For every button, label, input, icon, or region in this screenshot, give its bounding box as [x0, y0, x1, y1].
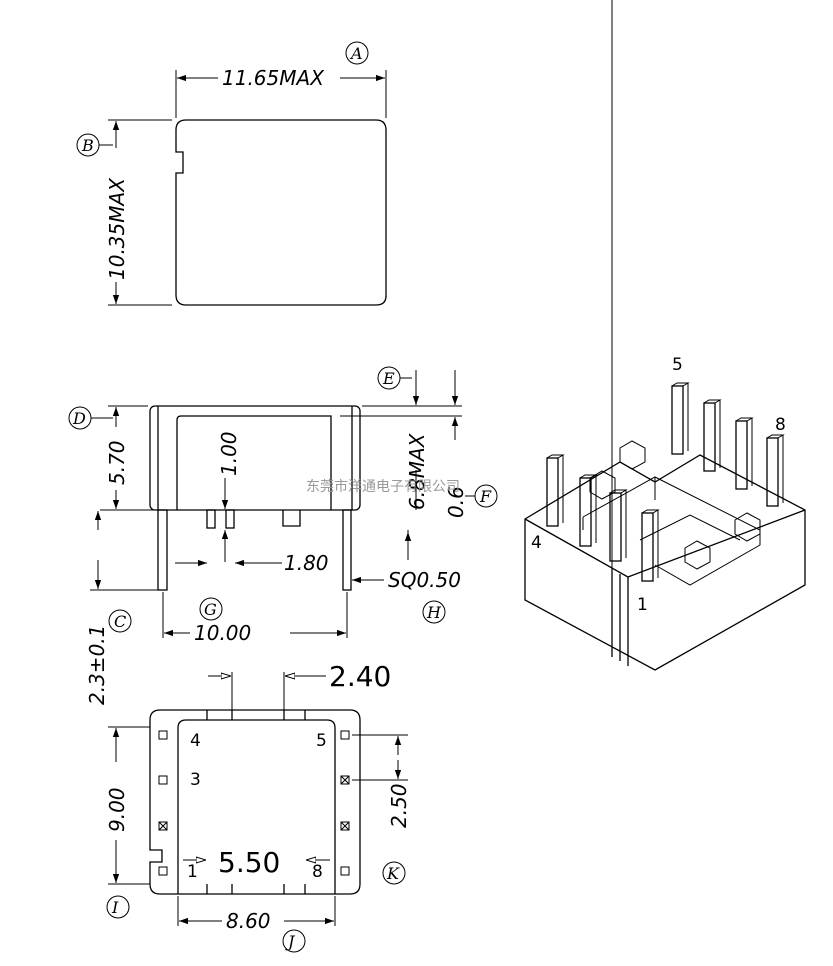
- label-c: C: [114, 612, 126, 631]
- iso-pin-4: 4: [531, 533, 542, 553]
- label-d: D: [72, 409, 86, 428]
- width-dim-860: 8.60: [226, 909, 271, 933]
- row-spacing-dim: 5.50: [218, 846, 280, 879]
- pitch-dim: 2.50: [387, 783, 411, 828]
- label-i: I: [111, 898, 119, 917]
- label-a: A: [349, 44, 363, 63]
- iso-pin-5: 5: [672, 355, 683, 375]
- label-g: G: [204, 600, 217, 619]
- side-view: 5.70 D 1.00 6.8MAX 0.6 E F 2.3±0.1 C 1.8…: [68, 366, 498, 705]
- pin-gap-dim: 1.80: [284, 551, 329, 575]
- pin-label-5: 5: [316, 731, 327, 751]
- pin-label-4: 4: [190, 731, 201, 751]
- top-view: 11.65MAX A 10.35MAX B: [76, 41, 387, 306]
- label-j: J: [285, 932, 296, 951]
- label-f: F: [479, 487, 492, 506]
- pin-length-dim: 2.3±0.1: [85, 625, 109, 705]
- iso-pin-8: 8: [775, 415, 786, 435]
- label-e: E: [382, 369, 395, 388]
- label-b: B: [81, 136, 94, 155]
- width-dim: 11.65MAX: [222, 66, 325, 90]
- iso-pin-1: 1: [637, 595, 648, 615]
- inner-dim: 1.00: [217, 431, 241, 476]
- pin-size-dim: SQ0.50: [388, 568, 461, 592]
- total-height-dim: 6.8MAX: [405, 432, 429, 510]
- label-k: K: [386, 864, 400, 883]
- isometric-view: 5 8 4 1: [524, 0, 806, 671]
- pin-label-3: 3: [190, 770, 201, 790]
- pin-span-dim: 10.00: [194, 621, 251, 645]
- watermark: 东莞市洋通电子有限公司: [306, 478, 460, 495]
- slot-dim: 2.40: [329, 660, 391, 693]
- standoff-dim: 0.6: [444, 486, 468, 518]
- height-dim-9: 9.00: [105, 787, 129, 832]
- body-height-dim: 5.70: [105, 440, 129, 485]
- height-dim: 10.35MAX: [105, 177, 129, 280]
- bottom-view: 4 5 3 1 8 2.40 9.00 I 2.50 K 5.50: [105, 660, 411, 953]
- pin-label-8: 8: [312, 862, 323, 882]
- pin-label-1: 1: [187, 862, 198, 882]
- label-h: H: [426, 603, 442, 622]
